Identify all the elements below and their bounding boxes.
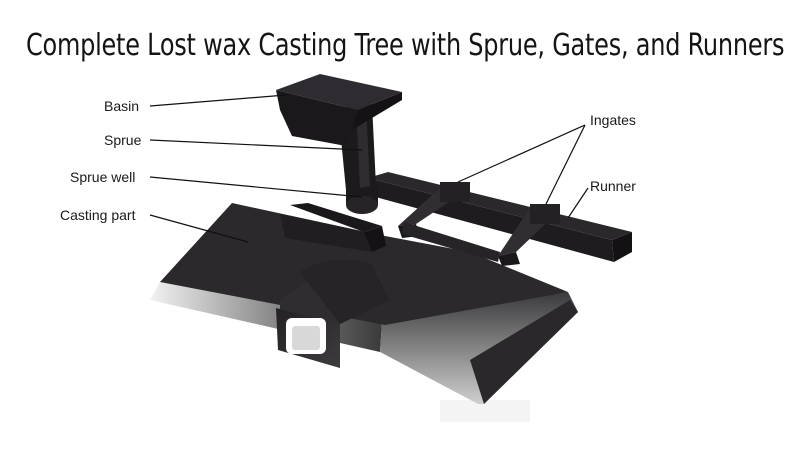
leader-ingate-1	[457, 124, 586, 183]
sprue-column-highlight	[356, 107, 370, 188]
runner-top	[368, 172, 632, 240]
casting-boss-front	[280, 214, 372, 252]
floor-shadow	[440, 400, 530, 422]
label-ingates: Ingates	[590, 112, 636, 128]
casting-part-front-face	[380, 292, 578, 404]
basin-front-face	[276, 90, 358, 146]
basin-top	[276, 74, 402, 110]
ingate-2-front	[498, 252, 520, 266]
runner-end	[612, 232, 632, 262]
label-sprue-well: Sprue well	[70, 169, 136, 185]
leader-ingate-2	[545, 124, 586, 205]
tube-arch	[300, 259, 390, 324]
label-sprue: Sprue	[104, 132, 142, 148]
label-basin: Basin	[104, 98, 140, 114]
casting-part-front-edge	[470, 300, 578, 404]
leader-lines	[149, 94, 589, 243]
basin-side-face	[352, 92, 402, 130]
leader-sprue-well	[149, 176, 363, 198]
diagram-title: Complete Lost wax Casting Tree with Spru…	[26, 28, 785, 63]
ingate-2-connector	[530, 204, 560, 224]
tube-opening-inner	[292, 326, 320, 350]
ingate-1-connector	[440, 182, 470, 202]
label-casting-part: Casting part	[60, 207, 136, 223]
casting-boss-side	[364, 226, 386, 252]
leader-basin	[149, 94, 287, 107]
leader-casting-part	[149, 214, 249, 243]
sprue-well-bottom	[346, 196, 378, 214]
cross-gate	[402, 222, 500, 262]
leader-runner	[567, 187, 589, 219]
leader-sprue	[149, 139, 363, 151]
casting-boss-top	[290, 203, 382, 232]
label-runner: Runner	[590, 178, 636, 194]
